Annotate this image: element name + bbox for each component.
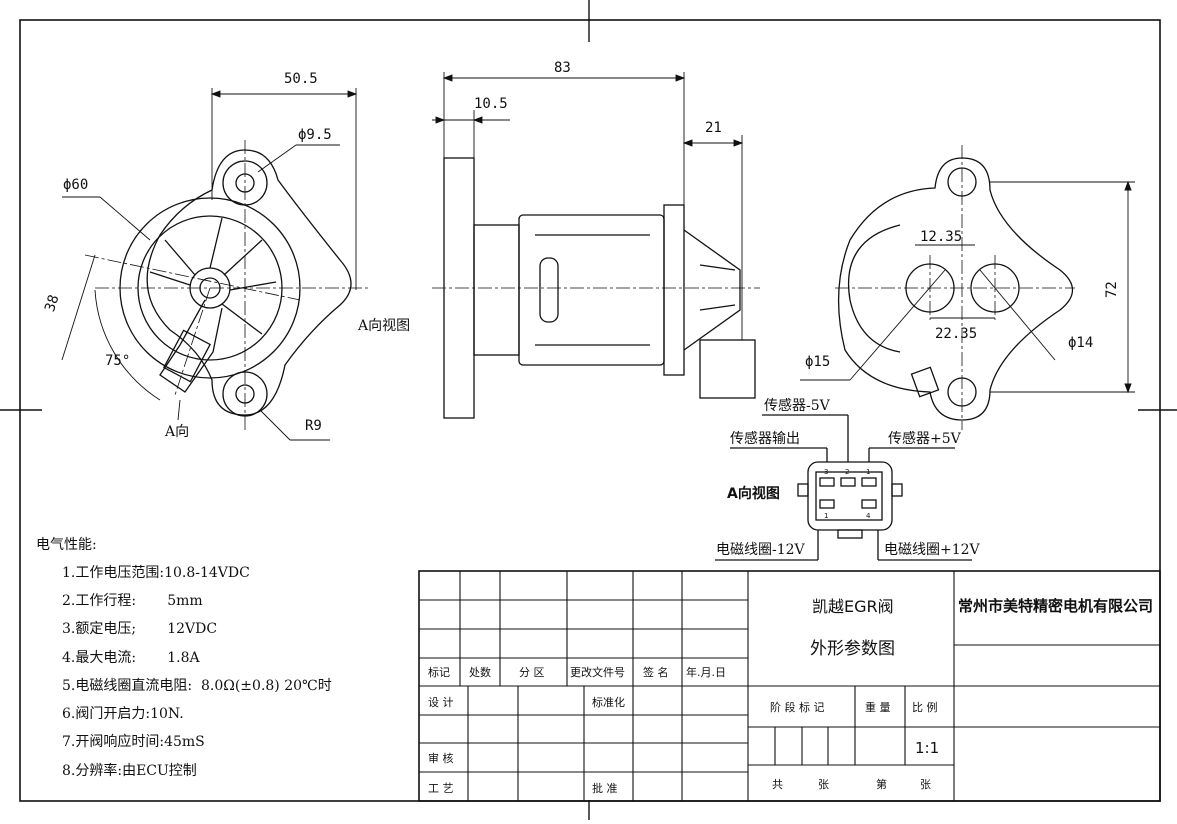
left-dimensions — [61, 88, 358, 441]
label-sensor-neg: 传感器-5V — [764, 397, 831, 414]
rev-header: 分 区 — [519, 666, 545, 679]
pin-coil-neg — [819, 499, 835, 509]
left-view — [119, 149, 352, 417]
company-name: 常州市美特精密电机有限公司 — [958, 597, 1153, 615]
solenoid-body — [518, 214, 665, 366]
slot-window — [539, 257, 559, 323]
drawing-name: 外形参数图 — [810, 639, 895, 659]
spec-item: 4.最大电流: 1.8A — [62, 650, 200, 666]
view-arrow-label: A向 — [164, 424, 189, 440]
alignment-tab — [910, 366, 940, 398]
dim-height: 72 — [1104, 281, 1120, 298]
scale-value: 1:1 — [915, 739, 939, 757]
connector-plug — [699, 339, 756, 399]
pin-label-2: 2 — [845, 468, 849, 476]
spec-item: 2.工作行程: 5mm — [62, 593, 203, 609]
connector-title: A向视图 — [727, 485, 780, 502]
latch-right — [891, 483, 903, 497]
title-block — [418, 570, 1161, 802]
role-process: 工 艺 — [428, 782, 454, 795]
right-view — [837, 157, 1074, 421]
label-sensor-pos: 传感器+5V — [888, 430, 962, 447]
label-sensor-out: 传感器输出 — [730, 430, 800, 447]
rev-header: 更改文件号 — [570, 665, 625, 679]
body-collar — [663, 204, 685, 376]
pin-label-lower-1: 1 — [824, 512, 828, 520]
spec-item: 7.开阀响应时间:45mS — [62, 733, 205, 750]
body-arc — [848, 224, 901, 353]
dim-width-left: 50.5 — [284, 71, 318, 87]
dim-hole-dia: ϕ9.5 — [298, 127, 332, 143]
right-centerlines — [835, 145, 1075, 430]
specs-heading: 电气性能: — [36, 537, 97, 553]
flange-outline-right — [837, 157, 1074, 421]
rev-header: 年.月.日 — [686, 665, 726, 679]
right-dimensions — [800, 180, 1135, 394]
dim-angle: 75° — [105, 353, 130, 369]
dim-offset: 38 — [42, 293, 62, 314]
dim-body-dia: ϕ60 — [63, 177, 88, 193]
dim-connector: 21 — [705, 120, 722, 136]
dim-radius: R9 — [305, 418, 322, 434]
connector-housing — [163, 329, 211, 383]
weight-label: 重 量 — [865, 700, 891, 714]
revision-headers: 标记 处数 分 区 更改文件号 签 名 年.月.日 设 计 标准化 审 核 工 … — [428, 665, 938, 795]
spec-item: 5.电磁线圈直流电阻: 8.0Ω(±0.8) 20℃时 — [62, 677, 332, 694]
connector-stub — [159, 299, 223, 393]
connector-detail — [715, 414, 972, 561]
left-view-caption: A向视图 — [357, 318, 410, 334]
label-coil-pos: 电磁线圈+12V — [884, 542, 981, 558]
role-review: 审 核 — [428, 751, 454, 765]
side-dimensions — [432, 72, 744, 340]
scale-label: 比 例 — [912, 700, 938, 714]
dim-flange: 10.5 — [474, 96, 508, 112]
pin-cavity — [815, 471, 883, 521]
rev-header: 标记 — [428, 665, 450, 679]
sheet-unit-label: 张 — [920, 778, 931, 791]
key-tab — [837, 529, 863, 539]
spec-item: 1.工作电压范围:10.8-14VDC — [62, 564, 250, 581]
connector-cone — [683, 229, 741, 351]
role-design: 设 计 — [428, 696, 454, 709]
dim-length: 83 — [554, 60, 571, 76]
pin-label-1: 1 — [866, 468, 870, 476]
dim-spacing-top: 12.35 — [920, 229, 962, 245]
dim-port-right: ϕ14 — [1068, 335, 1093, 351]
pin-3 — [819, 477, 835, 487]
dim-port-left: ϕ15 — [805, 354, 830, 370]
label-coil-neg: 电磁线圈-12V — [716, 542, 806, 558]
spec-item: 3.额定电压; 12VDC — [62, 621, 217, 637]
role-standard: 标准化 — [592, 695, 625, 709]
product-name: 凯越EGR阀 — [812, 597, 894, 616]
left-centerlines — [84, 140, 370, 430]
pin-label-3: 3 — [824, 468, 828, 476]
pin-coil-pos — [861, 499, 877, 509]
sheets-total-label: 共 — [772, 778, 783, 791]
sheet-no-label: 第 — [876, 777, 887, 791]
spec-item: 6.阀门开启力:10N. — [62, 706, 184, 722]
pin-1 — [861, 477, 877, 487]
pin-2 — [840, 477, 856, 487]
electrical-specs: 电气性能: 1.工作电压范围:10.8-14VDC 2.工作行程: 5mm 3.… — [36, 537, 332, 779]
rev-header: 签 名 — [643, 665, 669, 679]
neck — [473, 224, 520, 356]
role-approve: 批 准 — [592, 781, 618, 795]
stage-label: 阶 段 标 记 — [770, 700, 825, 714]
spec-item: 8.分辨率:由ECU控制 — [62, 762, 197, 779]
rev-header: 处数 — [469, 666, 491, 679]
dim-spacing-bottom: 22.35 — [935, 326, 977, 342]
flange-outline — [146, 149, 352, 416]
latch-left — [797, 483, 809, 497]
sheets-unit-label: 张 — [818, 778, 829, 791]
pin-label-lower-4: 4 — [866, 512, 871, 520]
